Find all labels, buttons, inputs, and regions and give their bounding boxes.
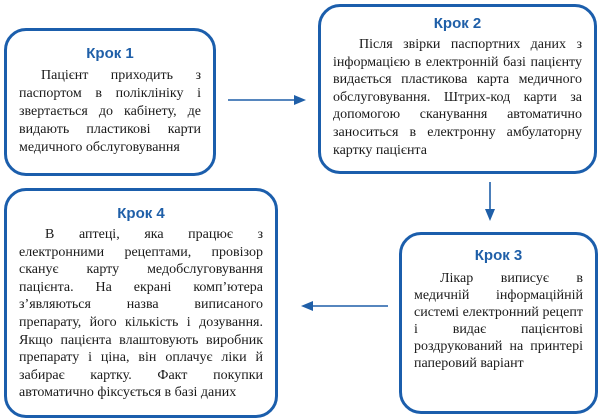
arrow-step1-to-step2 <box>228 95 306 105</box>
step-4-title: Крок 4 <box>117 205 165 222</box>
step-2-text: Після звірки паспортних даних з інформац… <box>333 37 582 158</box>
arrow-step3-to-step4 <box>301 301 388 311</box>
step-4-box: Крок 4 В аптеці, яка працює з електронни… <box>4 188 278 418</box>
step-1-title: Крок 1 <box>86 45 134 62</box>
step-3-box: Крок 3 Лікар виписує в медичній інформац… <box>399 232 598 414</box>
arrow-step2-to-step3 <box>485 182 495 221</box>
step-2-box: Крок 2 Після звірки паспортних даних з і… <box>318 4 597 174</box>
step-1-box: Крок 1 Пацієнт приходить з паспортом в п… <box>4 28 216 176</box>
step-3-text: Лікар виписує в медичній інформаційній с… <box>414 271 583 371</box>
step-1-text: Пацієнт приходить з паспортом в поліклін… <box>19 68 201 155</box>
step-2-title: Крок 2 <box>433 15 482 32</box>
step-4-text: В аптеці, яка працює з електронними реце… <box>19 227 263 401</box>
step-3-title: Крок 3 <box>474 247 523 264</box>
